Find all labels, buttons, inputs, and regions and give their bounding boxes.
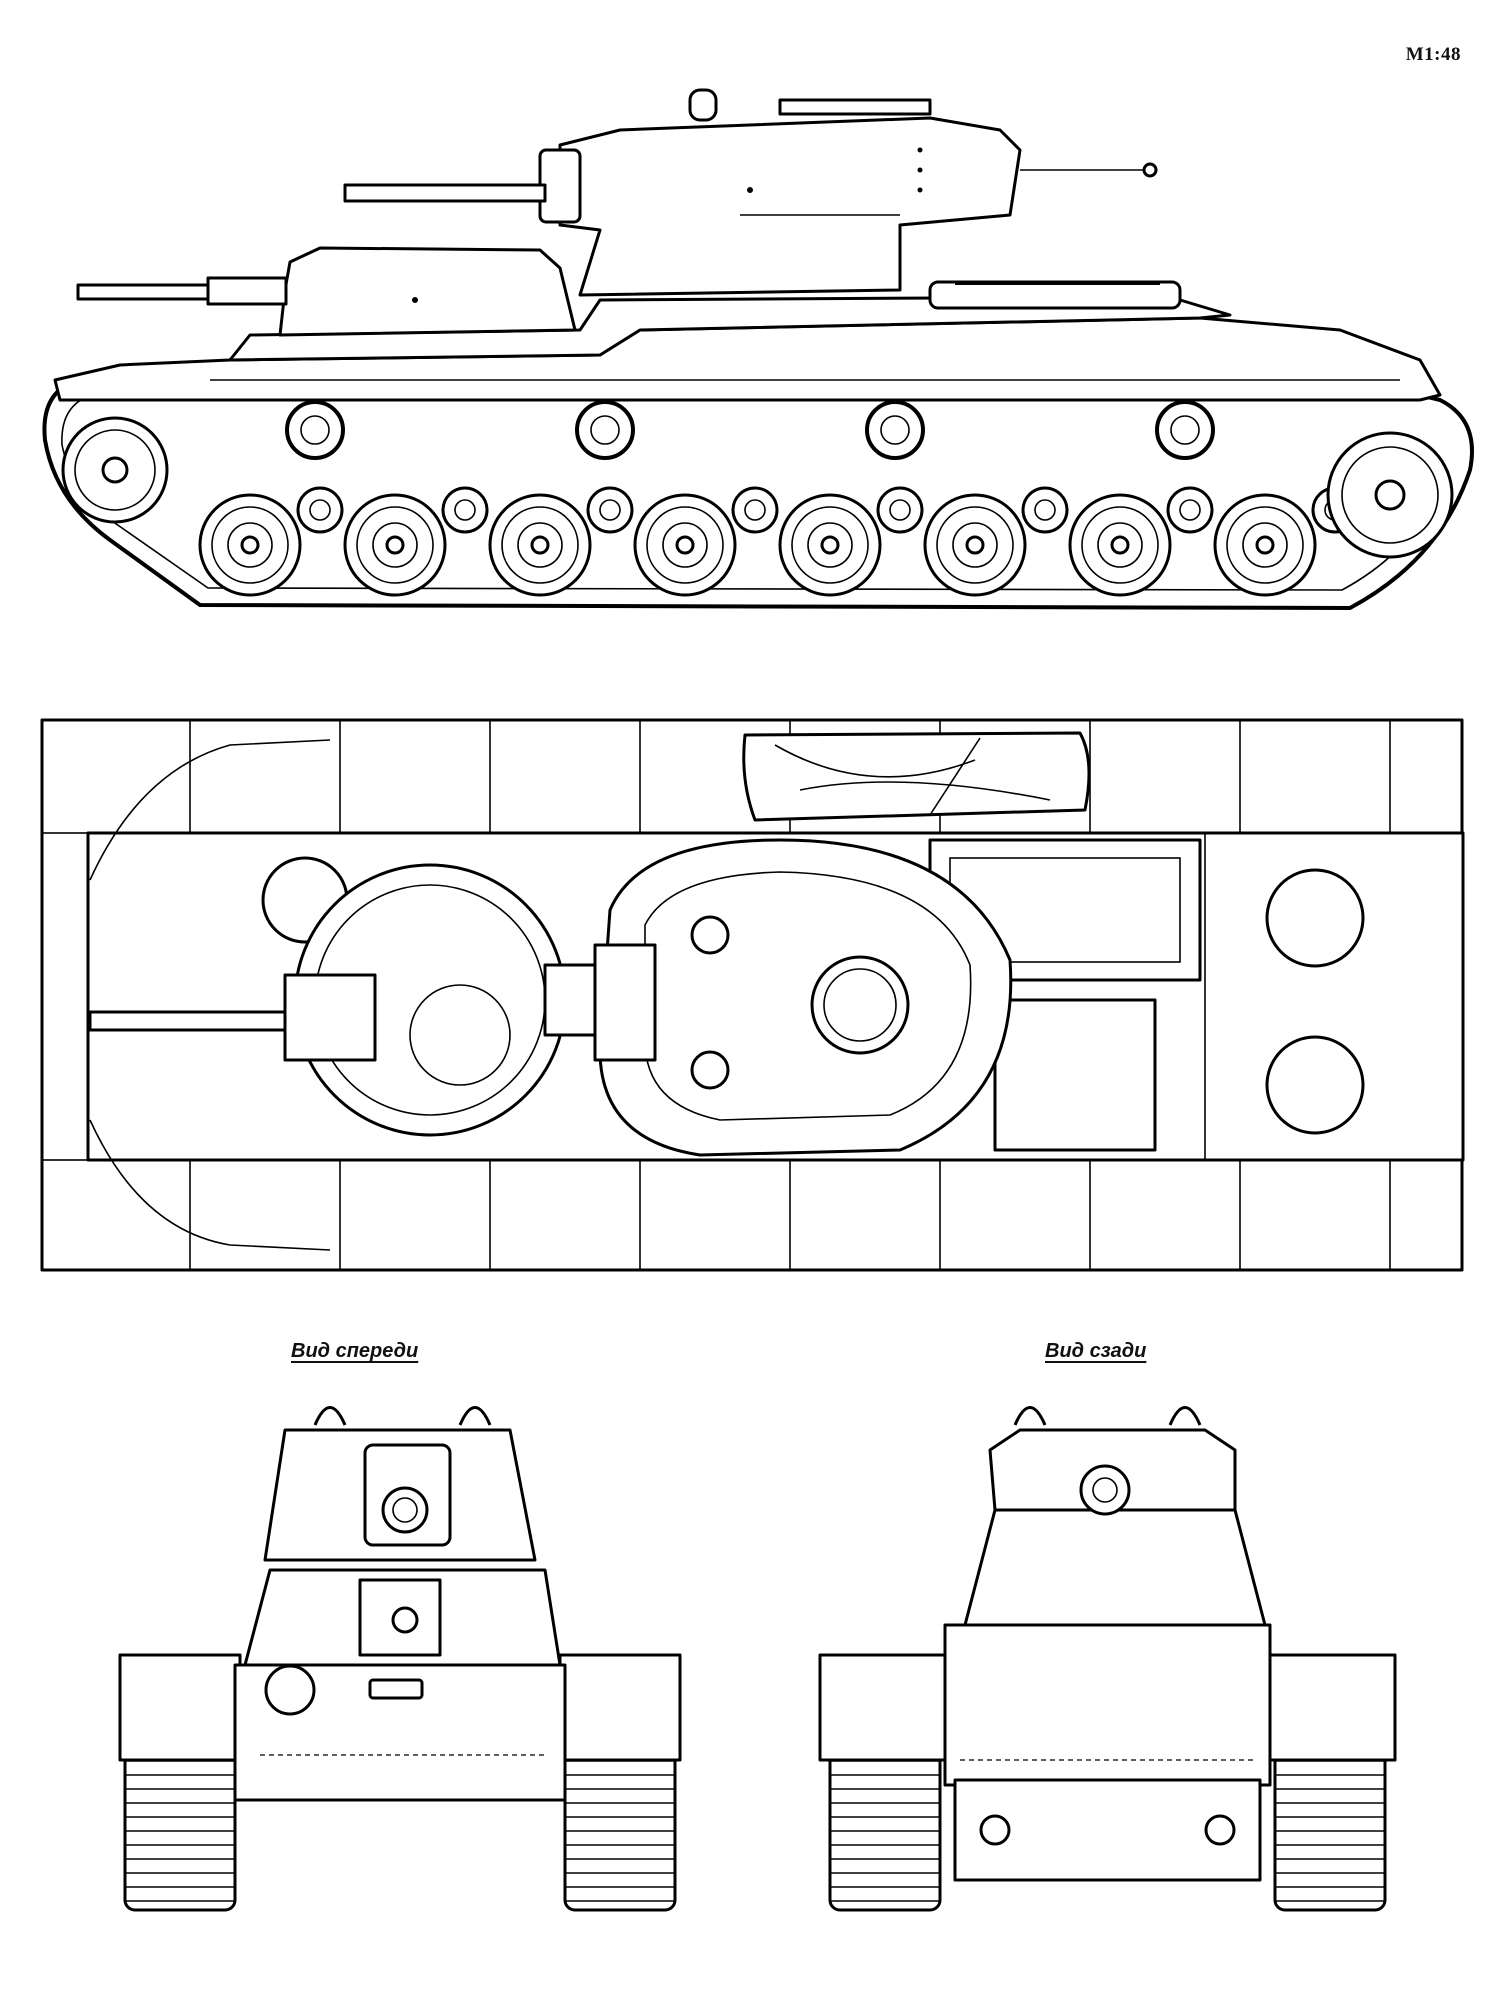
suspension-bogie bbox=[876, 486, 924, 534]
side-view bbox=[42, 88, 1474, 611]
road-wheel bbox=[488, 493, 592, 597]
main-turret-top bbox=[598, 838, 1013, 1157]
road-wheel bbox=[198, 493, 302, 597]
top-view bbox=[40, 718, 1465, 1272]
suspension-bogie bbox=[441, 486, 489, 534]
suspension-bogie bbox=[1021, 486, 1069, 534]
return-rollers bbox=[285, 400, 1215, 460]
road-wheels bbox=[198, 486, 1359, 597]
suspension-bogie bbox=[296, 486, 344, 534]
road-wheel bbox=[633, 493, 737, 597]
front-turret-side bbox=[278, 246, 577, 337]
idler-wheel bbox=[61, 416, 169, 524]
suspension-bogie bbox=[586, 486, 634, 534]
suspension-bogie bbox=[1166, 486, 1214, 534]
return-roller bbox=[865, 400, 925, 460]
road-wheel bbox=[923, 493, 1027, 597]
road-wheel bbox=[1213, 493, 1317, 597]
front-view-caption: Вид спереди bbox=[291, 1340, 419, 1362]
main-turret-side bbox=[558, 116, 1022, 297]
road-wheel bbox=[1068, 493, 1172, 597]
scale-label: М1:48 bbox=[1405, 44, 1461, 65]
road-wheel bbox=[343, 493, 447, 597]
return-roller bbox=[1155, 400, 1215, 460]
suspension-bogie bbox=[731, 486, 779, 534]
rear-view-drawing bbox=[818, 1406, 1397, 1912]
rear-view-caption: Вид сзади bbox=[1045, 1340, 1147, 1362]
drive-sprocket bbox=[1326, 431, 1454, 559]
road-wheel bbox=[778, 493, 882, 597]
return-roller bbox=[575, 400, 635, 460]
front-view-drawing bbox=[118, 1406, 682, 1912]
return-roller bbox=[285, 400, 345, 460]
